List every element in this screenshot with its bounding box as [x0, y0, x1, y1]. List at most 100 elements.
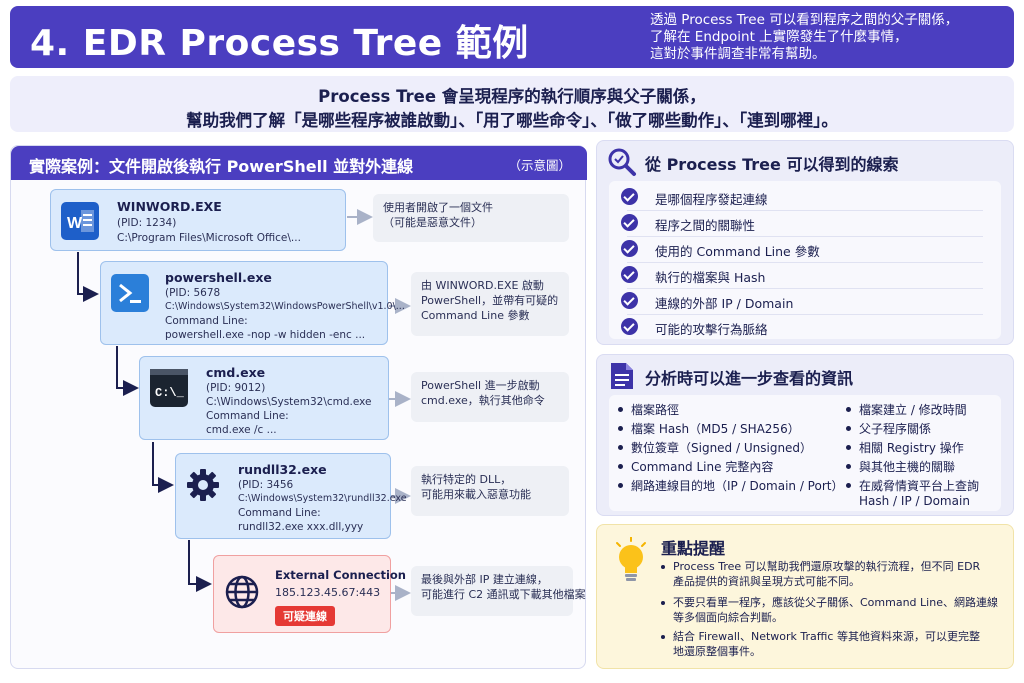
clue-item: 連線的外部 IP / Domain — [621, 292, 794, 312]
svg-text:C:\_: C:\_ — [155, 386, 185, 400]
process-detail: Command Line: — [165, 315, 248, 327]
header-description: 透過 Process Tree 可以看到程序之間的父子關係， 了解在 Endpo… — [650, 12, 1010, 63]
process-detail: Command Line: — [238, 507, 321, 519]
clue-item: 可能的攻擊行為脈絡 — [621, 318, 768, 338]
globe-icon — [224, 574, 260, 614]
clue-item: 程序之間的關聯性 — [621, 214, 756, 234]
clue-text: 使用的 Command Line 參數 — [655, 244, 820, 259]
word-icon: W — [61, 202, 99, 240]
check-icon — [621, 214, 638, 231]
process-node-cmd[interactable]: C:\_ cmd.exe (PID: 9012) C:\Windows\Syst… — [139, 356, 389, 440]
note-cmd: PowerShell 進一步啟動 cmd.exe，執行其他命令 — [411, 372, 569, 422]
note-powershell: 由 WINWORD.EXE 啟動 PowerShell，並帶有可疑的 Comma… — [411, 272, 569, 336]
note-line: 由 WINWORD.EXE 啟動 — [421, 279, 544, 292]
header-desc-line: 這對於事件調查非常有幫助。 — [650, 46, 826, 62]
tip-line: 不要只看單一程序，應該從父子關係、Command Line、網路連線 — [673, 596, 998, 609]
analysis-item: Command Line 完整內容 — [617, 460, 774, 474]
tip-line: Process Tree 可以幫助我們還原攻擊的執行流程，但不同 EDR — [673, 560, 981, 573]
note-line: （可能是惡意文件） — [383, 216, 482, 229]
clue-item: 是哪個程序發起連線 — [621, 188, 768, 208]
clue-item: 執行的檔案與 Hash — [621, 266, 766, 286]
case-subtitle: （示意圖） — [508, 158, 571, 173]
page-title: 4. EDR Process Tree 範例 — [30, 23, 529, 64]
clues-list: 是哪個程序發起連線 程序之間的關聯性 使用的 Command Line 參數 執… — [609, 181, 1001, 339]
process-detail: C:\Program Files\Microsoft Office\... — [117, 232, 301, 244]
powershell-icon — [111, 274, 149, 312]
check-icon — [621, 292, 638, 309]
analysis-title: 分析時可以進一步查看的資訊 — [645, 369, 854, 388]
note-line: cmd.exe，執行其他命令 — [421, 394, 545, 407]
note-rundll32: 執行特定的 DLL， 可能用來載入惡意功能 — [411, 466, 569, 516]
tree-connector — [188, 540, 212, 592]
check-icon — [621, 240, 638, 257]
check-icon — [621, 266, 638, 283]
process-detail: C:\Windows\System32\cmd.exe — [206, 396, 372, 408]
check-icon — [621, 318, 638, 335]
process-detail: (PID: 3456 — [238, 479, 294, 491]
suspicious-badge: 可疑連線 — [275, 606, 335, 626]
tree-connector — [116, 346, 139, 396]
case-title: 實際案例：文件開啟後執行 PowerShell 並對外連線 — [29, 157, 414, 176]
note-line: Command Line 參數 — [421, 309, 530, 322]
process-name: WINWORD.EXE — [117, 199, 222, 214]
process-node-powershell[interactable]: powershell.exe (PID: 5678 C:\Windows\Sys… — [100, 261, 405, 345]
analysis-item: 相關 Registry 操作 — [846, 441, 964, 455]
process-detail: rundll32.exe xxx.dll,yyy — [238, 521, 364, 533]
tree-connector — [77, 252, 99, 302]
process-detail: powershell.exe -nop -w hidden -enc ... — [165, 329, 366, 341]
process-node-rundll32[interactable]: rundll32.exe (PID: 3456 C:\Windows\Syste… — [175, 453, 407, 539]
document-icon — [609, 361, 635, 395]
external-connection-title: External Connection — [275, 568, 406, 582]
case-panel: 實際案例：文件開啟後執行 PowerShell 並對外連線 （示意圖） — [10, 145, 587, 669]
header-desc-line: 了解在 Endpoint 上實際發生了什麼事情， — [650, 29, 908, 45]
external-ip: 185.123.45.67:443 — [275, 586, 381, 599]
tree-connectors — [77, 209, 411, 601]
case-header: 實際案例：文件開啟後執行 PowerShell 並對外連線 （示意圖） — [11, 146, 587, 180]
external-connection-node[interactable]: External Connection 185.123.45.67:443 可疑… — [213, 555, 406, 633]
process-detail: (PID: 5678 — [165, 287, 221, 299]
process-detail: Command Line: — [206, 410, 289, 422]
header-banner: 4. EDR Process Tree 範例 透過 Process Tree 可… — [10, 6, 1014, 68]
clue-text: 執行的檔案與 Hash — [655, 270, 766, 285]
clue-text: 連線的外部 IP / Domain — [655, 296, 794, 311]
clue-text: 程序之間的關聯性 — [655, 218, 756, 233]
analysis-item: 數位簽章（Signed / Unsigned） — [617, 441, 813, 455]
analysis-panel: 分析時可以進一步查看的資訊 檔案路徑 檔案 Hash（MD5 / SHA256）… — [596, 354, 1014, 516]
divider — [627, 236, 983, 237]
process-name: cmd.exe — [206, 365, 266, 380]
analysis-list: 檔案路徑 檔案 Hash（MD5 / SHA256） 數位簽章（Signed /… — [609, 395, 1001, 511]
analysis-item: 父子程序關係 — [845, 422, 932, 436]
note-line: PowerShell 進一步啟動 — [421, 379, 540, 392]
intro-line: 幫助我們了解「是哪些程序被誰啟動」、「用了哪些命令」、「做了哪些動作」、「連到哪… — [186, 111, 838, 130]
note-external: 最後與外部 IP 建立連線， 可能進行 C2 通訊或下載其他檔案 — [411, 566, 586, 616]
analysis-item: 檔案建立 / 修改時間 — [846, 403, 967, 417]
tip-line: 等多個面向綜合判斷。 — [673, 611, 783, 624]
gear-icon — [184, 466, 222, 504]
tip-item: 結合 Firewall、Network Traffic 等其他資料來源，可以更完… — [661, 629, 980, 659]
intro-line: Process Tree 會呈現程序的執行順序與父子關係， — [318, 87, 706, 106]
note-line: 最後與外部 IP 建立連線， — [421, 573, 548, 586]
clues-title: 從 Process Tree 可以得到的線索 — [645, 155, 899, 174]
tip-line: 產品提供的資訊與呈現方式可能不同。 — [673, 575, 860, 588]
analysis-item-continued: Hash / IP / Domain — [859, 494, 970, 508]
analysis-item: 檔案 Hash（MD5 / SHA256） — [618, 422, 800, 436]
magnifier-icon — [607, 147, 637, 181]
tip-line: 結合 Firewall、Network Traffic 等其他資料來源，可以更完… — [673, 630, 980, 643]
note-winword: 使用者開啟了一個文件 （可能是惡意文件） — [373, 194, 569, 242]
note-line: 可能用來載入惡意功能 — [421, 488, 531, 501]
divider — [627, 210, 983, 211]
process-node-winword[interactable]: W WINWORD.EXE (PID: 1234) C:\Program Fil… — [50, 189, 346, 251]
terminal-icon: C:\_ — [150, 369, 188, 407]
tip-item: Process Tree 可以幫助我們還原攻擊的執行流程，但不同 EDR 產品提… — [660, 559, 981, 589]
clue-item: 使用的 Command Line 參數 — [621, 240, 820, 260]
process-detail: (PID: 1234) — [117, 217, 177, 229]
tip-item: 不要只看單一程序，應該從父子關係、Command Line、網路連線 等多個面向… — [661, 595, 998, 625]
analysis-item: 在威脅情資平台上查詢 — [845, 479, 980, 493]
check-icon — [621, 188, 638, 205]
lightbulb-icon — [613, 536, 649, 589]
process-detail: (PID: 9012) — [206, 382, 266, 394]
analysis-item: 與其他主機的關聯 — [845, 460, 956, 474]
clue-text: 是哪個程序發起連線 — [655, 192, 768, 207]
analysis-item: 網路連線目的地（IP / Domain / Port） — [617, 479, 844, 493]
process-name: rundll32.exe — [238, 462, 327, 477]
